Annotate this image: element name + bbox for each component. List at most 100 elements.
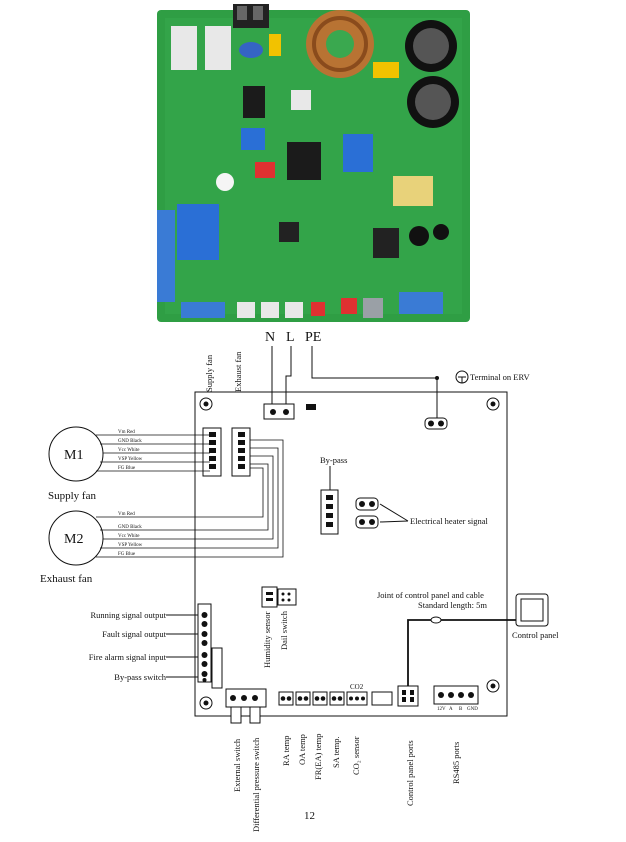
humidity-connector — [261, 586, 278, 608]
pcb-blue-terminal — [157, 210, 175, 266]
pcb-chip — [373, 228, 399, 258]
control-panel-port-pins — [402, 690, 414, 702]
motor-m2-symbol: M2 — [64, 532, 83, 547]
power-input-connector — [263, 403, 295, 420]
rs485-pin-12v: 12V — [437, 707, 446, 712]
page-number: 12 — [304, 810, 315, 822]
signal-fault-output: Fault signal output — [102, 629, 166, 639]
pcb-mount-hole — [216, 173, 234, 191]
signal-fire-alarm-input: Fire alarm signal input — [89, 652, 167, 662]
wiring-diagram: N L PE Terminal on ERV Supply fan Exhaus… — [40, 330, 559, 832]
motor-m1-wires — [96, 434, 210, 472]
ext-switch-tab — [230, 706, 242, 724]
heater-pointer — [379, 503, 409, 523]
signal-terminal-block — [211, 647, 223, 689]
pcb-screw — [237, 6, 247, 20]
pcb-white-connector — [205, 26, 231, 70]
rs485-pin-gnd: GND — [467, 707, 478, 712]
control-length-label: Standard length: 5m — [418, 600, 487, 610]
control-panel-ports-label: Control panel ports — [405, 740, 415, 806]
pe-terminal-pin — [438, 420, 444, 427]
m2-wire-label: VSP Yellow — [118, 543, 143, 548]
heater-label: Electrical heater signal — [410, 516, 489, 526]
pcb-dip-switch — [255, 162, 275, 178]
pcb-yellow-cap — [269, 34, 281, 56]
pcb-blue-terminal — [181, 302, 225, 318]
signal-bypass-switch: By-pass switch — [114, 672, 166, 682]
heater-connector — [355, 497, 379, 511]
fr-ea-temp-label: FR(EA) temp — [313, 733, 323, 780]
control-panel-screen — [520, 598, 544, 622]
signal-running-output: Running signal output — [90, 610, 166, 620]
pcb-round-cap — [409, 226, 429, 246]
rs485-ports-label: RS485 ports — [451, 742, 461, 784]
pcb-blue-terminal — [399, 292, 443, 314]
m1-wire-label: Vm Red — [118, 430, 135, 435]
mains-pe-label: PE — [305, 330, 321, 345]
oa-temp-label: OA temp — [297, 734, 307, 765]
m1-wire-label: Vcc White — [118, 448, 140, 453]
bypass-pins — [326, 495, 333, 527]
board-corner-hole — [199, 397, 213, 411]
bypass-connector — [320, 489, 339, 535]
mains-l-label: L — [286, 330, 295, 345]
pcb-blue-cap — [239, 42, 263, 58]
humidity-sensor-label: Humidity sensor — [262, 611, 272, 668]
pcb-photo — [157, 4, 470, 322]
m2-wire-label: Vcc White — [118, 534, 140, 539]
bypass-label: By-pass — [320, 455, 347, 465]
pcb-yellow-cap — [373, 62, 399, 78]
mains-n-label: N — [265, 330, 275, 345]
rs485-pin-a: A — [449, 707, 453, 712]
power-input-pin — [283, 409, 289, 415]
pcb-gray-connector — [363, 298, 383, 318]
rs485-connector — [433, 685, 479, 705]
control-joint-label: Joint of control panel and cable — [377, 590, 484, 600]
dial-switch-label: Dail switch — [279, 610, 289, 650]
ra-temp-label: RA temp — [281, 736, 291, 766]
control-cable — [407, 619, 516, 686]
exhaust-fan-pins — [238, 432, 245, 469]
dial-connector — [277, 588, 297, 606]
heater-connector — [355, 515, 379, 529]
m1-wire-label: FG Blue — [118, 466, 136, 471]
differential-pressure-label: Differential pressure switch — [251, 737, 261, 832]
pcb-capacitor-top — [413, 28, 449, 64]
board-corner-hole-center — [490, 683, 496, 689]
pcb-black-ic — [243, 86, 265, 118]
pcb-relay — [241, 128, 265, 150]
board-corner-hole — [199, 696, 213, 710]
power-input-pin — [270, 409, 276, 415]
co2-board-mark: CO2 — [350, 683, 364, 691]
control-panel-port — [397, 685, 419, 707]
pcb-capacitor-top — [415, 84, 451, 120]
rs485-pin-b: B — [459, 707, 463, 712]
temp-connector-pins — [280, 696, 365, 701]
sa-temp-label: SA temp. — [331, 736, 341, 768]
supply-fan-port-label: Supply fan — [204, 354, 214, 392]
pcb-red-connector — [311, 302, 325, 316]
pe-terminal-pin — [428, 420, 434, 427]
pcb-relay — [343, 134, 373, 172]
pcb-white-connector — [171, 26, 197, 70]
pcb-transformer — [393, 176, 433, 206]
pcb-white-connector — [261, 302, 279, 318]
fuse-mark — [306, 404, 316, 410]
signal-leader-lines — [166, 614, 198, 678]
board-corner-hole-center — [490, 401, 496, 407]
external-switch-label: External switch — [232, 738, 242, 792]
m2-wire-label: FG Blue — [118, 552, 136, 557]
motor-m2-wires — [96, 439, 284, 558]
mains-l-wire — [285, 346, 292, 404]
external-switch-pins — [230, 695, 258, 701]
mains-pe-wire — [311, 346, 438, 420]
motor-m1 — [48, 426, 104, 482]
pcb-blue-terminal — [157, 262, 175, 302]
pcb-red-connector — [341, 298, 357, 314]
pcb-white-connector — [237, 302, 255, 318]
motor-m1-symbol: M1 — [64, 448, 83, 463]
motor-m2-caption: Exhaust fan — [40, 573, 93, 585]
erv-terminal-label: Terminal on ERV — [470, 372, 530, 382]
m2-wire-label: Vm Red — [118, 512, 135, 517]
board-corner-hole — [486, 679, 500, 693]
